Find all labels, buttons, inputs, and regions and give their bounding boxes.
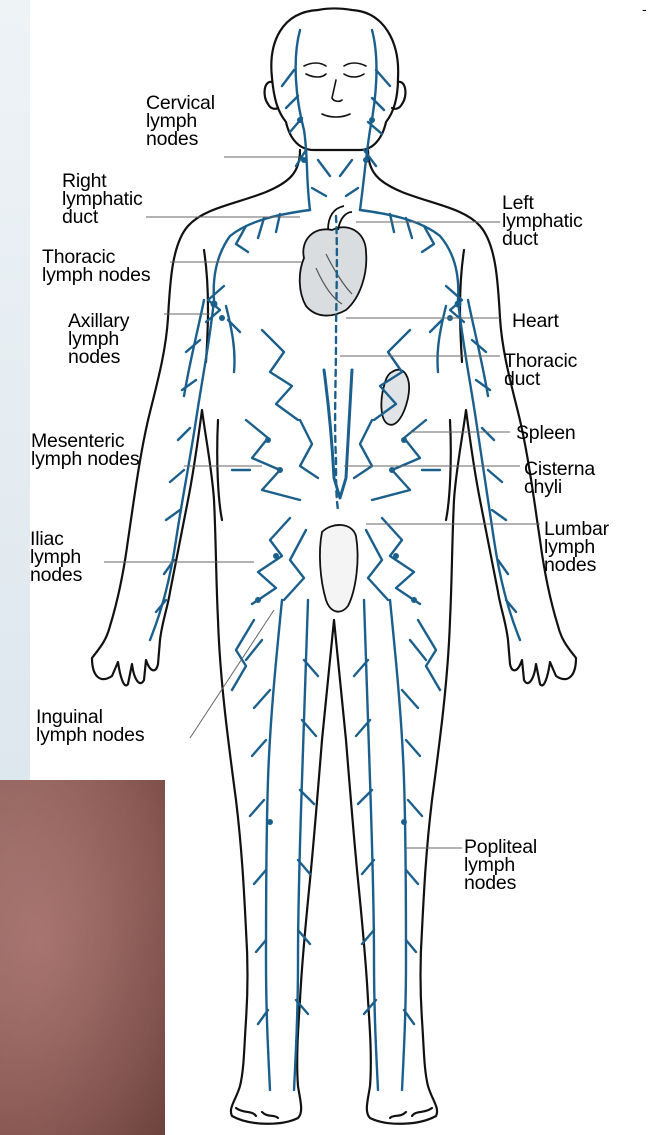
label-iliac-lymph-nodes: Iliac lymph nodes <box>30 530 82 584</box>
label-heart: Heart <box>512 312 559 330</box>
label-thoracic-duct: Thoracic duct <box>504 352 577 388</box>
label-right-lymphatic-duct: Right lymphatic duct <box>62 172 143 226</box>
face-features <box>304 63 366 117</box>
spleen-organ <box>381 370 409 425</box>
corner-glyph: - <box>642 1 647 17</box>
bladder-organ <box>320 525 358 612</box>
label-mesenteric-lymph-nodes: Mesenteric lymph nodes <box>31 432 139 468</box>
label-popliteal-lymph-nodes: Popliteal lymph nodes <box>464 838 537 892</box>
label-cervical-lymph-nodes: Cervical lymph nodes <box>146 94 215 148</box>
label-inguinal-lymph-nodes: Inguinal lymph nodes <box>36 708 144 744</box>
label-thoracic-lymph-nodes: Thoracic lymph nodes <box>42 248 150 284</box>
label-spleen: Spleen <box>516 424 576 442</box>
label-left-lymphatic-duct: Left lymphatic duct <box>502 194 583 248</box>
label-lumbar-lymph-nodes: Lumbar lymph nodes <box>544 520 609 574</box>
label-axillary-lymph-nodes: Axillary lymph nodes <box>68 312 129 366</box>
label-cisterna-chyli: Cisterna chyli <box>524 460 595 496</box>
